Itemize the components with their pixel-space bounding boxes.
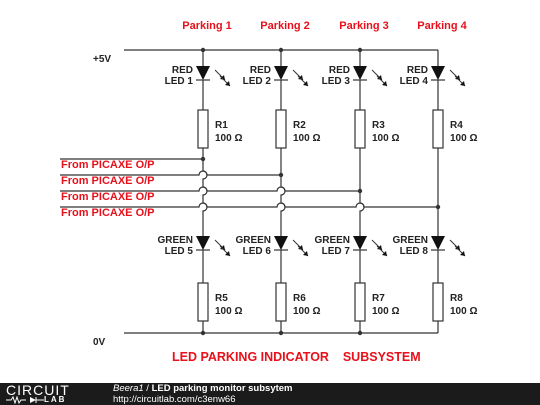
junction-dot <box>357 47 363 53</box>
junction-dot <box>200 47 206 53</box>
input-line-2 <box>60 170 281 176</box>
logo-circuit-icon <box>6 396 44 404</box>
resistor-r8 <box>432 282 444 322</box>
circuitlab-logo[interactable]: CIRCUIT LAB <box>6 382 98 405</box>
supply-label: +5V <box>93 54 111 65</box>
green-led-1-arrow-head <box>225 251 230 256</box>
ground-label: 0V <box>93 337 106 348</box>
green-led-3-arrow-head <box>382 251 387 256</box>
green-led-1-body <box>196 236 210 250</box>
column-2-wire <box>280 148 286 236</box>
red-led-1-arrow-head <box>220 75 225 80</box>
resistor-r5 <box>197 282 209 322</box>
green-led-4-body <box>431 236 445 250</box>
circuit-url[interactable]: http://circuitlab.com/c3enw66 <box>113 393 236 405</box>
red-led-1-arrow-head <box>225 81 230 86</box>
red-led-4-arrow-head <box>460 81 465 86</box>
labels: +5V 0V LED PARKING INDICATOR SUBSYSTEM P… <box>61 20 477 364</box>
parking-1-header: Parking 1 <box>182 20 232 32</box>
red-led-4-arrow-head <box>455 75 460 80</box>
input-line-4 <box>60 202 438 208</box>
junction-dot <box>435 204 441 210</box>
components <box>196 47 466 336</box>
junction-dot <box>278 330 284 336</box>
red-led-3-arrow-head <box>382 81 387 86</box>
footer-bar: CIRCUIT LAB Beera1 / LED parking monitor… <box>0 383 540 405</box>
circuit-title[interactable]: LED parking monitor subsytem <box>151 383 293 394</box>
diagram-title: LED PARKING INDICATOR SUBSYSTEM <box>172 350 421 364</box>
meta-separator: / <box>143 383 152 394</box>
input-label-4: From PICAXE O/P <box>61 207 155 219</box>
circuit-schematic: +5V 0V LED PARKING INDICATOR SUBSYSTEM P… <box>60 20 477 364</box>
red-led-1-body <box>196 66 210 80</box>
parking-3-header: Parking 3 <box>339 20 389 32</box>
column-1-wire <box>202 148 208 236</box>
logo-text-top: CIRCUIT <box>6 382 70 398</box>
input-label-2: From PICAXE O/P <box>61 175 155 187</box>
junction-dot <box>200 156 206 162</box>
green-led-2-arrow-head <box>303 251 308 256</box>
parking-2-header: Parking 2 <box>260 20 310 32</box>
junction-dot <box>200 330 206 336</box>
junction-dot <box>278 47 284 53</box>
green-led-4-arrow-head <box>455 245 460 250</box>
input-label-1: From PICAXE O/P <box>61 159 155 171</box>
red-led-3-body <box>353 66 367 80</box>
resistor-r1 <box>197 109 209 149</box>
junction-dot <box>278 172 284 178</box>
resistor-r3 <box>354 109 366 149</box>
resistor-r2 <box>275 109 287 149</box>
logo-text-bottom: LAB <box>44 395 67 404</box>
parking-4-header: Parking 4 <box>417 20 467 32</box>
circuit-meta: Beera1 / LED parking monitor subsytem ht… <box>113 383 293 405</box>
input-label-3: From PICAXE O/P <box>61 191 155 203</box>
green-led-4-arrow-head <box>460 251 465 256</box>
red-led-2-arrow-head <box>303 81 308 86</box>
red-led-3-arrow-head <box>377 75 382 80</box>
red-led-2-body <box>274 66 288 80</box>
red-led-4-body <box>431 66 445 80</box>
red-led-2-arrow-head <box>298 75 303 80</box>
green-led-3-arrow-head <box>377 245 382 250</box>
resistor-r4 <box>432 109 444 149</box>
wires <box>60 49 439 334</box>
resistor-r7 <box>354 282 366 322</box>
green-led-2-body <box>274 236 288 250</box>
input-line-3 <box>60 186 360 192</box>
junction-dot <box>357 188 363 194</box>
resistor-r6 <box>275 282 287 322</box>
junction-dot <box>357 330 363 336</box>
author-link[interactable]: Beera1 <box>113 383 144 394</box>
green-led-1-arrow-head <box>220 245 225 250</box>
green-led-2-arrow-head <box>298 245 303 250</box>
green-led-3-body <box>353 236 367 250</box>
